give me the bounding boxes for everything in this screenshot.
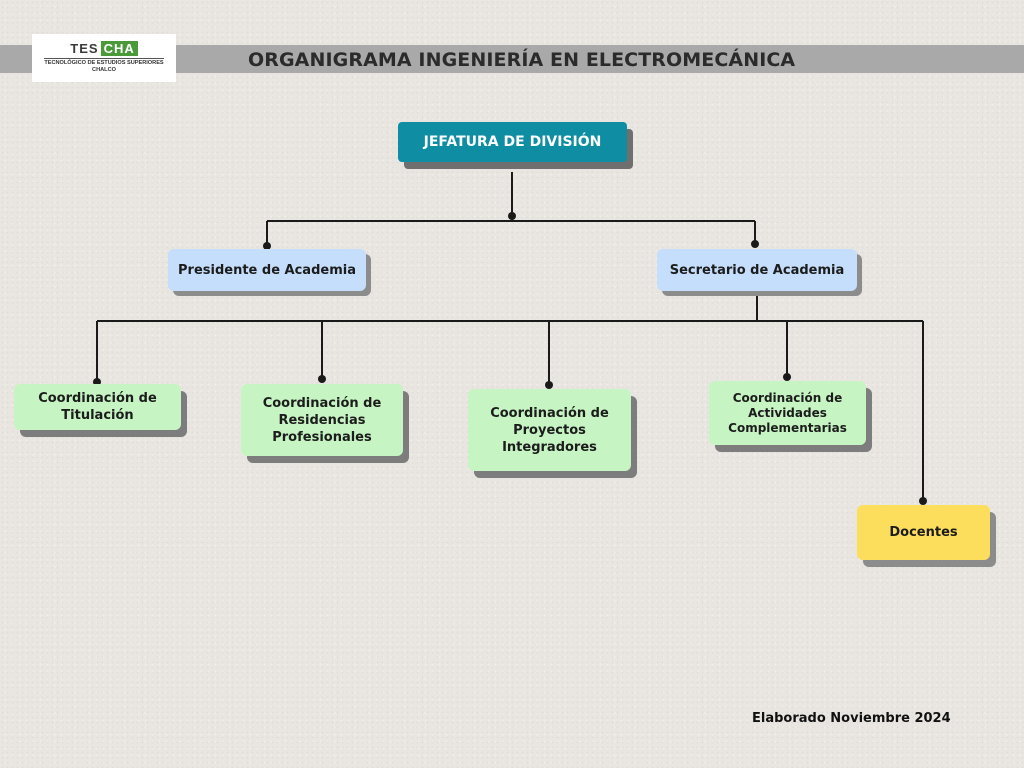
node-docentes: Docentes [857, 505, 990, 560]
connector-dot [545, 381, 553, 389]
logo-city: CHALCO [92, 67, 116, 73]
connector-dot [508, 212, 516, 220]
logo-subtitle: TECNOLÓGICO DE ESTUDIOS SUPERIORES [44, 60, 164, 66]
connector-dot [919, 497, 927, 505]
node-secretario: Secretario de Academia [657, 249, 857, 291]
elaboration-note: Elaborado Noviembre 2024 [752, 711, 951, 726]
connector-dot [318, 375, 326, 383]
node-coord-titulacion: Coordinación de Titulación [14, 384, 181, 430]
connector-dot [751, 240, 759, 248]
node-coord-residencias: Coordinación de Residencias Profesionale… [241, 384, 403, 456]
node-coord-actividades: Coordinación de Actividades Complementar… [709, 381, 866, 445]
node-jefatura: JEFATURA DE DIVISIÓN [398, 122, 627, 162]
connector-dot [263, 242, 271, 250]
node-presidente: Presidente de Academia [168, 249, 366, 291]
node-coord-proyectos: Coordinación de Proyectos Integradores [468, 389, 631, 471]
page-title: ORGANIGRAMA INGENIERÍA EN ELECTROMECÁNIC… [248, 49, 796, 71]
connector-dot [783, 373, 791, 381]
